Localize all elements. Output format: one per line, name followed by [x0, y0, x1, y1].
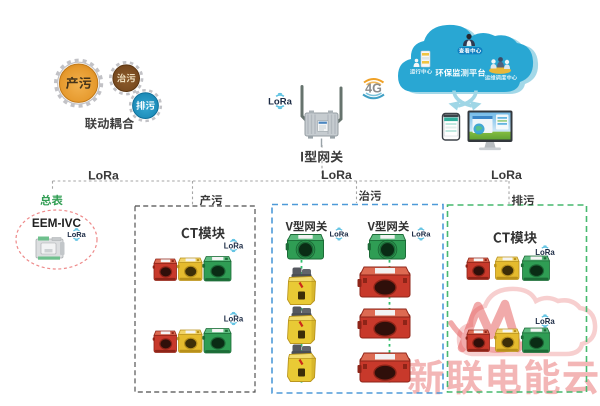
svg-text:4G: 4G [365, 82, 382, 96]
svg-text:LoRa: LoRa [224, 241, 244, 250]
svg-text:LoRa: LoRa [491, 168, 522, 182]
svg-text:LoRa: LoRa [88, 169, 119, 183]
svg-text:LoRa: LoRa [224, 314, 244, 323]
svg-text:LoRa: LoRa [67, 230, 86, 239]
svg-text:LoRa: LoRa [535, 317, 555, 326]
svg-text:LoRa: LoRa [321, 168, 352, 182]
svg-text:LoRa: LoRa [330, 230, 350, 239]
svg-text:EEM-IVC: EEM-IVC [32, 216, 82, 230]
svg-text:LoRa: LoRa [535, 248, 555, 257]
svg-text:LoRa: LoRa [268, 96, 292, 107]
svg-text:LoRa: LoRa [412, 230, 432, 239]
